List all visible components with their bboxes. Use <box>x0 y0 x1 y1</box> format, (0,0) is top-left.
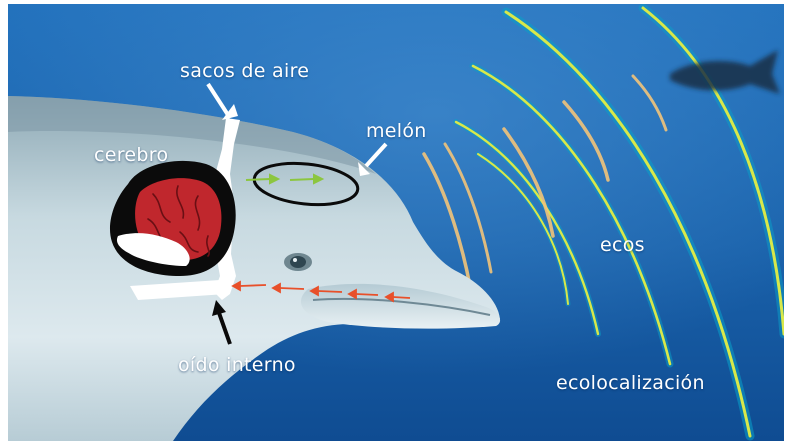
label-inner-ear: oído interno <box>178 354 296 376</box>
label-echolocation: ecolocalización <box>556 372 705 394</box>
echolocation-diagram: sacos de aire cerebro melón ecos oído in… <box>8 4 784 441</box>
dolphin-eye-highlight <box>293 258 297 262</box>
label-air-sacs: sacos de aire <box>180 60 309 82</box>
dolphin-eye <box>290 256 306 268</box>
label-melon: melón <box>366 120 427 142</box>
label-echoes: ecos <box>600 234 645 256</box>
label-brain: cerebro <box>94 144 168 166</box>
